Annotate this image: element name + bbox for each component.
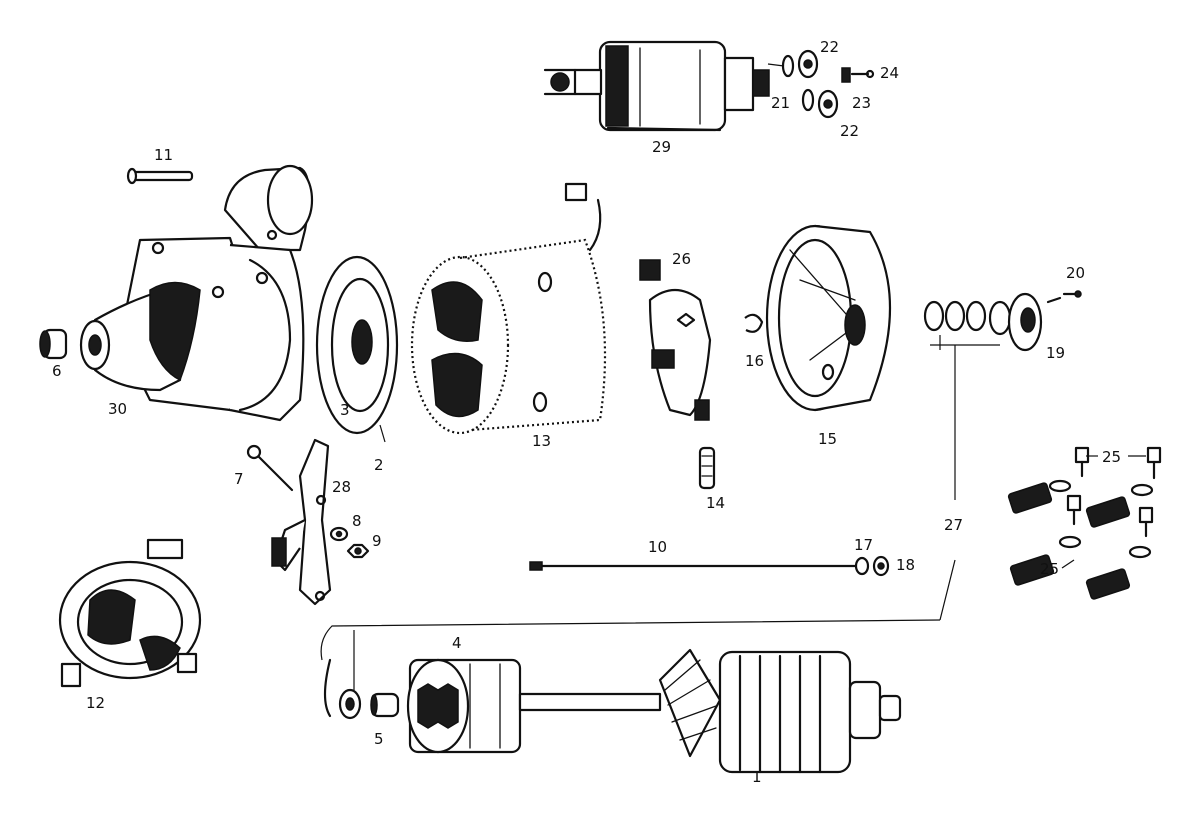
label-14: 14 <box>706 494 725 512</box>
bush-6 <box>39 328 68 360</box>
brush-plate <box>639 259 712 421</box>
stop-ring-5 <box>370 692 400 718</box>
nut-22 <box>797 49 839 119</box>
nut-18 <box>872 555 890 577</box>
nut-9 <box>346 543 370 559</box>
leader-lines <box>320 63 1146 690</box>
armature <box>518 648 902 774</box>
label-6: 6 <box>52 362 62 380</box>
drive-end-housing <box>79 164 314 422</box>
label-20: 20 <box>1066 264 1085 282</box>
screw-20 <box>1062 290 1082 298</box>
connector-14 <box>698 446 716 490</box>
label-28: 28 <box>332 478 351 496</box>
clip-16 <box>744 313 764 333</box>
label-24: 24 <box>880 64 899 82</box>
commutator-end-housing <box>765 224 892 412</box>
label-22-bottom: 22 <box>840 122 859 140</box>
washer-8 <box>329 526 349 542</box>
label-26: 26 <box>672 250 691 268</box>
shim-set <box>923 300 1012 336</box>
field-coils <box>58 538 202 688</box>
washer-17 <box>854 556 870 576</box>
label-15: 15 <box>818 430 837 448</box>
label-4: 4 <box>452 634 462 652</box>
end-cap-19 <box>1007 292 1062 352</box>
label-12: 12 <box>86 694 105 712</box>
label-18: 18 <box>896 556 915 574</box>
circlip <box>323 658 332 718</box>
label-22-top: 22 <box>820 38 839 56</box>
label-3: 3 <box>340 401 350 419</box>
label-17: 17 <box>854 536 873 554</box>
label-30: 30 <box>108 400 127 418</box>
part-number-labels: 1 2 3 4 5 6 7 8 9 10 11 12 13 14 15 16 1… <box>52 38 1121 786</box>
screw-23-24 <box>841 67 875 83</box>
label-19: 19 <box>1046 344 1065 362</box>
label-5: 5 <box>374 730 384 748</box>
label-23: 23 <box>852 94 871 112</box>
label-27: 27 <box>944 516 963 534</box>
brush-set <box>1007 446 1162 600</box>
engagement-lever <box>246 438 332 606</box>
label-25-bottom: 25 <box>1040 560 1059 578</box>
label-8: 8 <box>352 512 362 530</box>
tie-rod <box>529 561 857 571</box>
label-1: 1 <box>752 768 762 786</box>
collar <box>338 688 362 720</box>
intermediate-plate <box>315 255 399 435</box>
yoke-field-frame <box>410 182 607 435</box>
through-bolt-11 <box>126 167 194 185</box>
label-25-top: 25 <box>1102 448 1121 466</box>
label-7: 7 <box>234 470 244 488</box>
label-9: 9 <box>372 532 382 550</box>
label-10: 10 <box>648 538 667 556</box>
label-13: 13 <box>532 432 551 450</box>
label-29: 29 <box>652 138 671 156</box>
label-16: 16 <box>745 352 764 370</box>
label-11: 11 <box>154 146 173 164</box>
label-21: 21 <box>771 94 790 112</box>
solenoid-switch <box>543 40 770 132</box>
drive-pinion-4 <box>406 658 522 754</box>
label-2: 2 <box>374 456 384 474</box>
